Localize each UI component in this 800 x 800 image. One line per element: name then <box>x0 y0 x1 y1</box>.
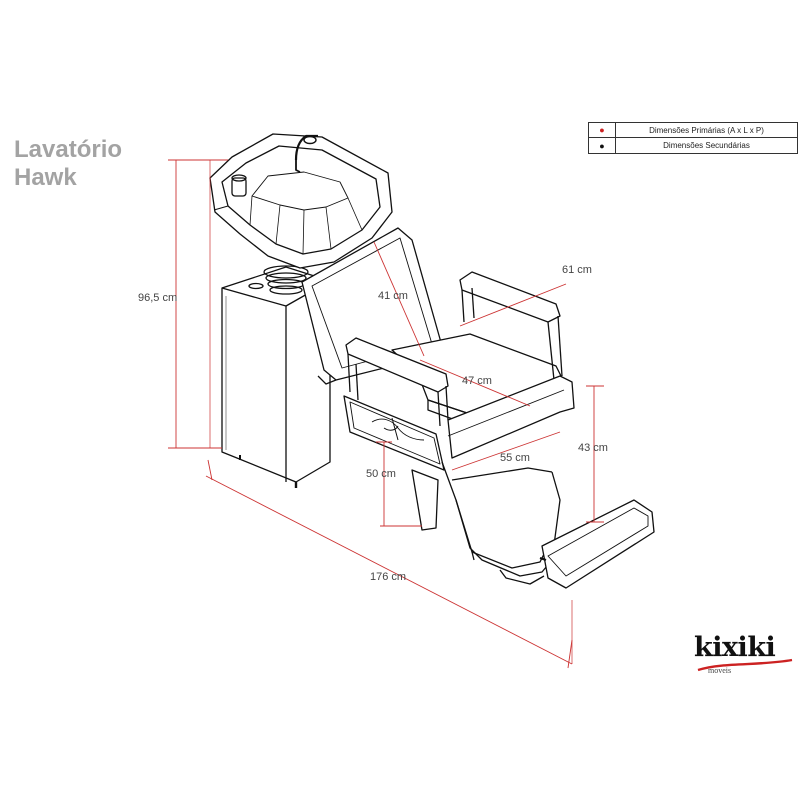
front-height-line <box>376 441 422 527</box>
legend-divider <box>615 138 616 153</box>
seat-height-line <box>586 385 604 523</box>
legend-row-primary: ● Dimensões Primárias (A x L x P) <box>589 123 797 138</box>
right-armrest <box>459 271 563 381</box>
dim-height-total: 96,5 cm <box>138 292 178 304</box>
kixiki-logo: kixiki moveis <box>694 632 794 680</box>
seat-depth-line <box>451 431 561 471</box>
pedestal-cabinet <box>221 266 331 488</box>
length-total-line <box>205 475 573 665</box>
dimension-legend: ● Dimensões Primárias (A x L x P) ● Dime… <box>588 122 798 154</box>
front-leg <box>411 469 439 531</box>
dim-front-height: 50 cm <box>366 468 396 480</box>
backrest-line <box>373 241 425 357</box>
arm-width-line <box>459 283 567 327</box>
front-apron <box>343 395 445 471</box>
left-armrest <box>345 337 449 427</box>
product-title: Lavatório Hawk <box>14 136 122 192</box>
legend-primary-label: Dimensões Primárias (A x L x P) <box>649 125 764 135</box>
dim-seat-width: 47 cm <box>462 375 492 387</box>
dim-arm-width: 61 cm <box>562 264 592 276</box>
footrest <box>539 499 655 589</box>
legend-row-secondary: ● Dimensões Secundárias <box>589 138 797 153</box>
chair-outline <box>209 133 655 589</box>
wash-basin <box>209 133 393 269</box>
dim-backrest: 41 cm <box>378 290 408 302</box>
side-rail <box>447 375 575 459</box>
dim-seat-depth: 55 cm <box>500 452 530 464</box>
dim-length-total: 176 cm <box>370 571 407 583</box>
leg-rest <box>441 461 561 585</box>
logo-swoosh-icon <box>697 658 793 672</box>
logo-subtext: moveis <box>708 666 732 675</box>
product-title-line2: Hawk <box>14 164 77 191</box>
logo-wordmark: kixiki <box>694 632 776 663</box>
seat-width-line <box>419 359 531 407</box>
dimension-lines <box>168 159 604 669</box>
dim-seat-height: 43 cm <box>578 442 608 454</box>
product-title-line1: Lavatório <box>14 136 123 163</box>
legend-secondary-label: Dimensões Secundárias <box>663 141 750 150</box>
legend-divider <box>615 123 616 137</box>
primary-dot-icon: ● <box>599 125 605 135</box>
secondary-dot-icon: ● <box>599 140 605 151</box>
